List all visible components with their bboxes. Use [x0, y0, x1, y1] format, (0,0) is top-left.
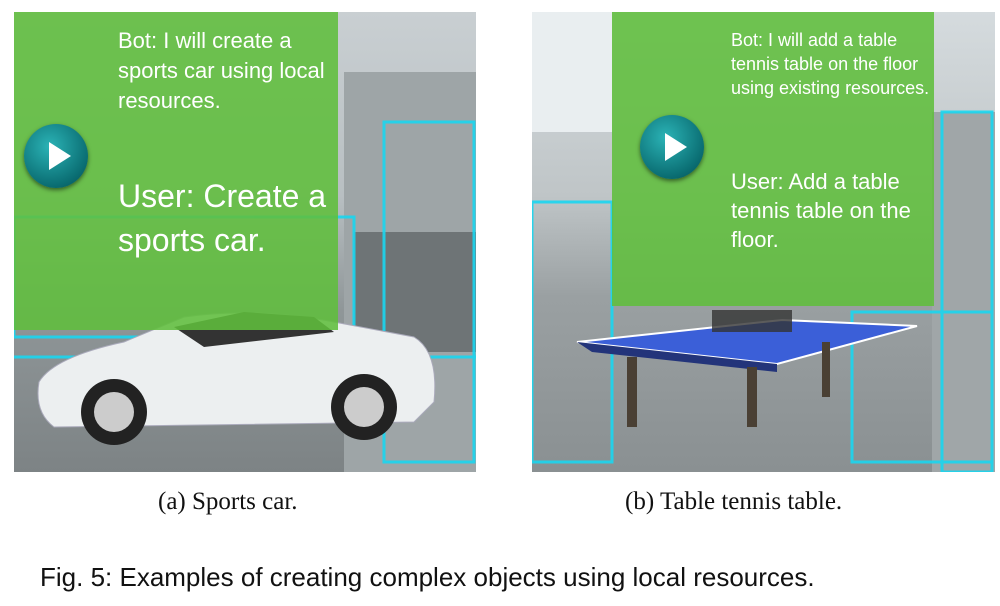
bot-message: Bot: I will create a sports car using lo…: [118, 28, 325, 113]
user-message: User: Create a sports car.: [118, 178, 327, 258]
table-tennis-screenshot: Bot: I will add a table tennis table on …: [532, 12, 995, 472]
user-message: User: Add a table tennis table on the fl…: [731, 169, 911, 252]
sports-car-screenshot: Bot: I will create a sports car using lo…: [14, 12, 476, 472]
play-button[interactable]: [640, 115, 704, 179]
sports-car-model: [37, 312, 436, 445]
bot-message: Bot: I will add a table tennis table on …: [731, 30, 930, 98]
subcaption-b: (b) Table tennis table.: [625, 488, 843, 515]
figure-caption: Fig. 5: Examples of creating complex obj…: [40, 562, 815, 592]
table-tennis-model: [576, 310, 918, 427]
play-button[interactable]: [24, 124, 88, 188]
lab-scene-table: [532, 12, 995, 472]
subcaption-a: (a) Sports car.: [158, 488, 298, 515]
